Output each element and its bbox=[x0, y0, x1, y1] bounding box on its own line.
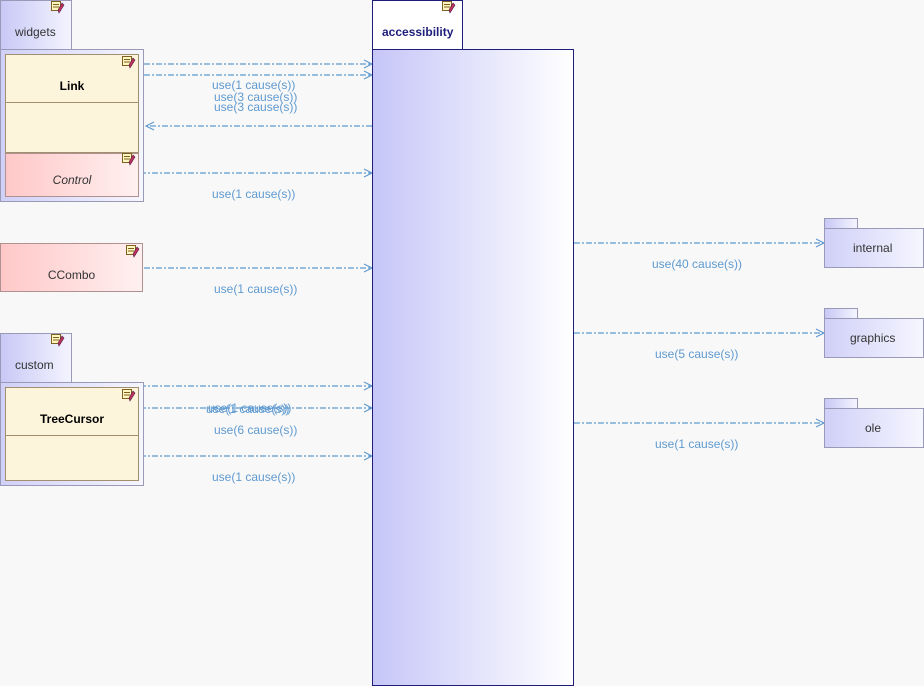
package-element-icon bbox=[51, 334, 65, 347]
ccombo-class[interactable]: CCombo bbox=[0, 243, 143, 292]
ole-package-tab[interactable] bbox=[824, 398, 858, 409]
internal-package-tab[interactable] bbox=[824, 218, 858, 229]
control-class[interactable]: Control bbox=[5, 153, 139, 197]
edge-label: use(5 cause(s)) bbox=[655, 347, 739, 361]
treecursor-class[interactable]: TreeCursor bbox=[5, 387, 139, 481]
edge-label: use(3 cause(s)) bbox=[214, 90, 298, 104]
accessibility-package-name: accessibility bbox=[382, 25, 454, 39]
edge-label: use(1 cause(s)) bbox=[212, 187, 296, 201]
ole-package-name: ole bbox=[865, 421, 882, 435]
class-element-icon bbox=[122, 389, 136, 402]
class-element-icon bbox=[126, 245, 140, 258]
edge-label: use(1 cause(s)) bbox=[208, 401, 292, 415]
treecursor-class-separator bbox=[6, 435, 138, 436]
ole-package-body[interactable]: ole bbox=[824, 408, 924, 448]
edge-label: use(1 cause(s)) bbox=[655, 437, 739, 451]
package-element-icon bbox=[442, 1, 456, 14]
internal-package-name: internal bbox=[853, 241, 893, 255]
treecursor-class-name: TreeCursor bbox=[39, 412, 105, 426]
control-class-name: Control bbox=[52, 173, 92, 187]
edge-label: use(40 cause(s)) bbox=[652, 257, 743, 271]
widgets-package-name: widgets bbox=[15, 25, 56, 39]
internal-package-body[interactable]: internal bbox=[824, 228, 924, 268]
accessibility-package-body[interactable] bbox=[372, 49, 574, 686]
custom-package-name: custom bbox=[15, 358, 54, 372]
link-class-name: Link bbox=[59, 79, 85, 93]
package-element-icon bbox=[51, 1, 65, 14]
graphics-package-name: graphics bbox=[850, 331, 896, 345]
class-element-icon bbox=[122, 153, 136, 166]
graphics-package-body[interactable]: graphics bbox=[824, 318, 924, 358]
edge-label: use(1 cause(s)) bbox=[212, 470, 296, 484]
edge-label: use(1 cause(s)) bbox=[212, 78, 296, 92]
edge-label: use(1 cause(s)) bbox=[206, 402, 290, 416]
graphics-package-tab[interactable] bbox=[824, 308, 858, 319]
class-element-icon bbox=[122, 56, 136, 69]
edge-label: use(1 cause(s)) bbox=[214, 282, 298, 296]
edge-label: use(6 cause(s)) bbox=[214, 423, 298, 437]
link-class[interactable]: Link bbox=[5, 54, 139, 153]
ccombo-class-name: CCombo bbox=[47, 268, 96, 282]
edge-label: use(3 cause(s)) bbox=[214, 100, 298, 114]
link-class-separator bbox=[6, 102, 138, 103]
